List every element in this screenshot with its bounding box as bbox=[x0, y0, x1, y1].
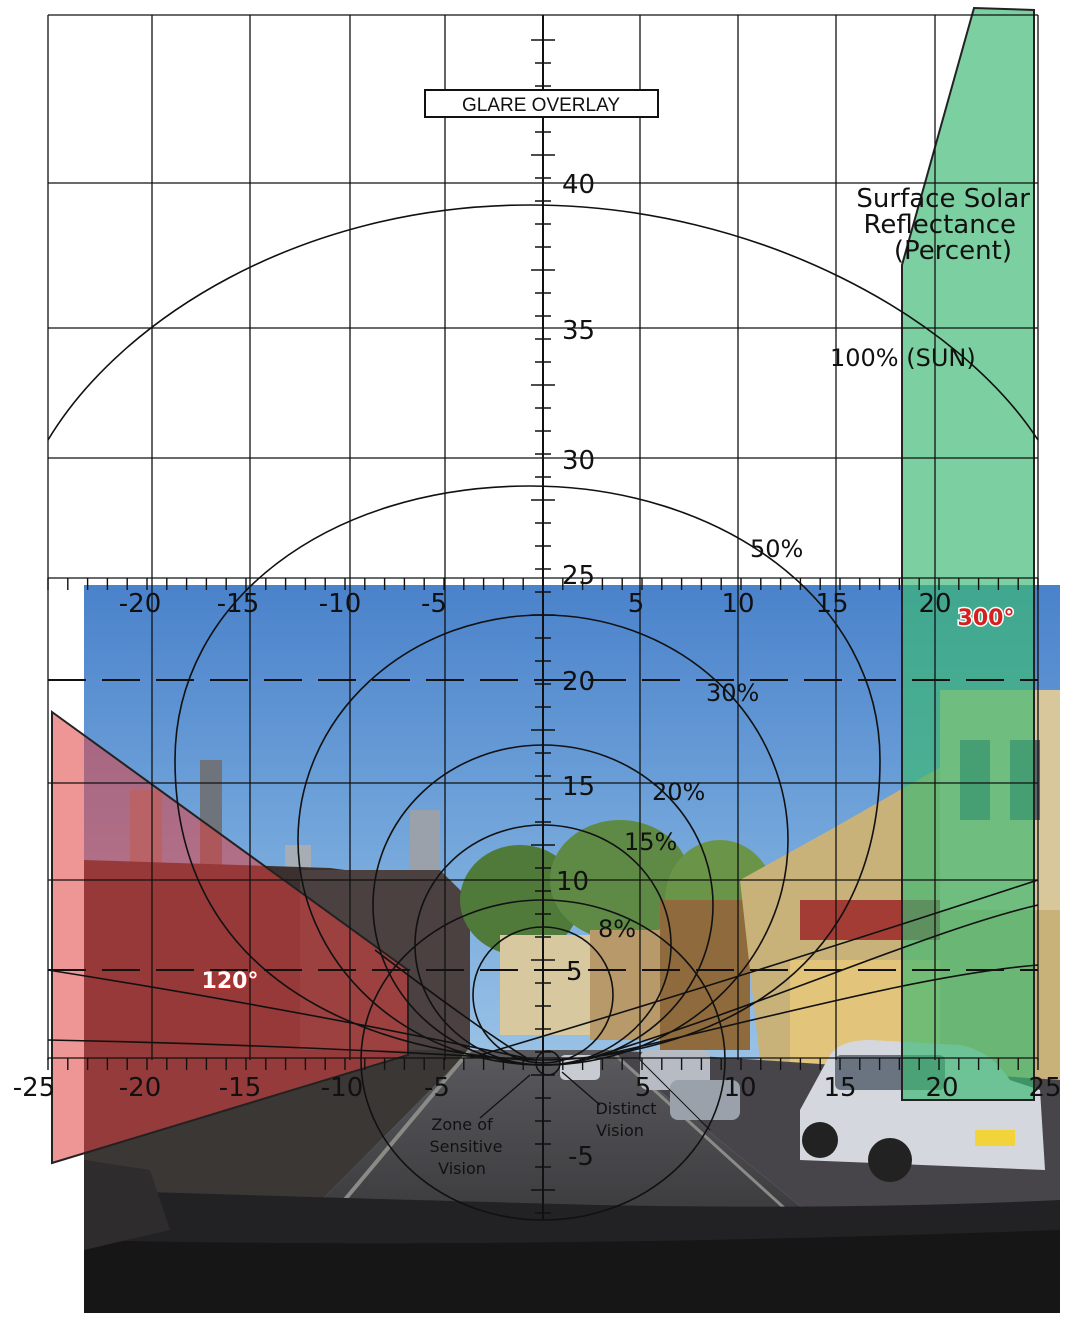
bottom-label-neg15: -15 bbox=[219, 1073, 261, 1103]
overlay-title-box: GLARE OVERLAY bbox=[424, 89, 659, 118]
top-label-15: 15 bbox=[815, 589, 848, 619]
contour-100-sun bbox=[47, 204, 1039, 441]
top-label-5: 5 bbox=[628, 589, 645, 619]
v-label-5: 5 bbox=[566, 957, 583, 987]
vertical-axis-ticks bbox=[531, 39, 555, 1214]
top-axis-ticks bbox=[47, 578, 1039, 590]
bottom-label-neg25: -25 bbox=[13, 1073, 55, 1103]
bottom-label-neg20: -20 bbox=[119, 1073, 161, 1103]
svg-text:Vision: Vision bbox=[596, 1121, 644, 1140]
v-label-10: 10 bbox=[556, 867, 589, 897]
zone-pointers bbox=[479, 1071, 601, 1119]
reflectance-line-3: (Percent) bbox=[894, 236, 1012, 266]
bottom-label-neg10: -10 bbox=[321, 1073, 363, 1103]
svg-text:Vision: Vision bbox=[438, 1159, 486, 1178]
top-axis-labels: -20 -15 -10 -5 5 10 15 20 bbox=[119, 589, 952, 619]
red-glare-zone bbox=[51, 710, 409, 1165]
distinct-vision-label: Distinct Vision bbox=[595, 1099, 656, 1140]
bottom-label-5: 5 bbox=[635, 1073, 652, 1103]
label-30: 30% bbox=[706, 679, 759, 707]
label-20: 20% bbox=[652, 778, 705, 806]
contour-labels: 100% (SUN) 50% 30% 20% 15% 8% bbox=[598, 344, 976, 943]
zone-sensitive-vision-label: Zone of Sensitive Vision bbox=[430, 1115, 503, 1178]
bottom-label-10: 10 bbox=[723, 1073, 756, 1103]
bottom-label-25: 25 bbox=[1028, 1073, 1061, 1103]
label-50: 50% bbox=[750, 535, 803, 563]
v-label-15: 15 bbox=[562, 772, 595, 802]
angle-label-left: 120° bbox=[202, 969, 259, 994]
top-label-neg15: -15 bbox=[217, 589, 259, 619]
bottom-label-20: 20 bbox=[925, 1073, 958, 1103]
v-label-20: 20 bbox=[562, 667, 595, 697]
label-100-sun: 100% (SUN) bbox=[830, 344, 976, 372]
zone-sensitive-circle bbox=[360, 899, 726, 1221]
label-15: 15% bbox=[624, 828, 677, 856]
bottom-axis-labels: -25 -20 -15 -10 -5 5 10 15 20 25 bbox=[13, 1073, 1062, 1103]
v-label-40: 40 bbox=[562, 170, 595, 200]
top-label-20: 20 bbox=[918, 589, 951, 619]
svg-text:Distinct: Distinct bbox=[595, 1099, 656, 1118]
reflectance-line-1: Surface Solar bbox=[856, 184, 1030, 214]
overlay-title: GLARE OVERLAY bbox=[462, 95, 620, 116]
v-label-neg5: -5 bbox=[568, 1142, 594, 1172]
contour-50 bbox=[174, 485, 881, 1061]
bottom-label-15: 15 bbox=[823, 1073, 856, 1103]
label-8: 8% bbox=[598, 915, 636, 943]
top-label-neg10: -10 bbox=[319, 589, 361, 619]
reflectance-title: Surface Solar Reflectance (Percent) bbox=[856, 184, 1030, 266]
v-label-30: 30 bbox=[562, 446, 595, 476]
top-label-neg5: -5 bbox=[421, 589, 447, 619]
bottom-label-neg5: -5 bbox=[424, 1073, 450, 1103]
v-label-35: 35 bbox=[562, 316, 595, 346]
distinct-vision-circle bbox=[535, 1050, 561, 1076]
top-label-10: 10 bbox=[721, 589, 754, 619]
angle-label-right: 300° bbox=[958, 606, 1015, 631]
bottom-axis-ticks bbox=[47, 1058, 1039, 1070]
vertical-axis-labels: 40 35 30 25 20 15 10 5 -5 bbox=[556, 170, 595, 1172]
svg-text:Zone of: Zone of bbox=[431, 1115, 493, 1134]
contour-8 bbox=[472, 926, 614, 1064]
glare-contours bbox=[47, 204, 1039, 1221]
green-glare-zone bbox=[901, 6, 1035, 1101]
v-label-25: 25 bbox=[562, 561, 595, 591]
svg-text:Sensitive: Sensitive bbox=[430, 1137, 503, 1156]
top-label-neg20: -20 bbox=[119, 589, 161, 619]
reflectance-line-2: Reflectance bbox=[864, 210, 1016, 240]
contour-15 bbox=[414, 824, 672, 1066]
